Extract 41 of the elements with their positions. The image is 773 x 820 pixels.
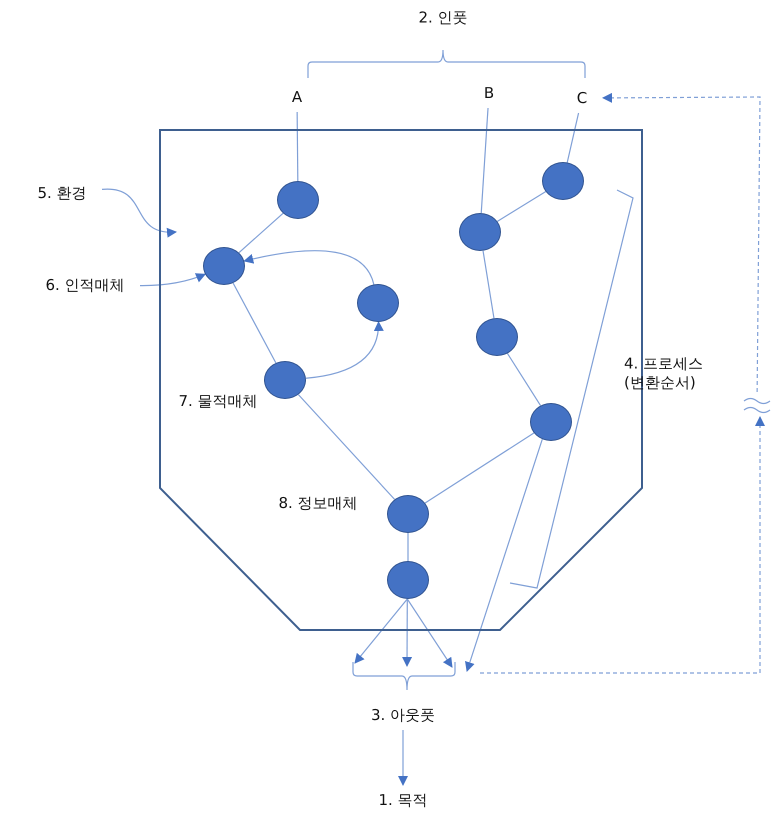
connector-line (506, 353, 542, 406)
arrow (398, 730, 408, 786)
circle-node (203, 247, 245, 285)
label-text: 2. 인풋 (418, 8, 468, 28)
node-label: 3. 아웃풋 (356, 703, 450, 727)
node-label: A (287, 85, 307, 109)
node-caption: 8. 정보매체 (278, 494, 358, 513)
connector-line (232, 282, 276, 364)
circle-node (277, 181, 319, 219)
arrow (243, 250, 374, 285)
arrow (102, 188, 177, 237)
arrow (406, 598, 453, 668)
node-label: B (479, 81, 499, 105)
dashed-arrow (480, 416, 765, 674)
circle-node (387, 561, 429, 599)
connector-line (298, 394, 396, 500)
circle-node (476, 318, 518, 356)
circle-node (357, 284, 399, 322)
node-label: 5. 환경 (25, 181, 99, 205)
arrow (140, 273, 206, 286)
connector-line (238, 212, 284, 254)
arrow (354, 598, 408, 664)
node-label: C (572, 86, 592, 110)
node-label: 1. 목적 (366, 788, 440, 812)
circle-node (542, 162, 584, 200)
connector-line (424, 432, 534, 504)
connector-line (566, 112, 580, 163)
circle-node (530, 403, 572, 441)
connector-line (497, 191, 546, 222)
arrow (402, 598, 412, 667)
connector-line (482, 250, 495, 318)
break-mark (744, 395, 770, 415)
node-label: 6. 인적매체 (33, 273, 137, 297)
connector-line (407, 533, 409, 561)
dashed-arrow (602, 92, 761, 392)
circle-node (459, 213, 501, 251)
arrow (306, 321, 384, 379)
arrow (465, 439, 543, 672)
node-caption: 7. 물적매체 (178, 392, 258, 411)
connector-line (480, 108, 489, 214)
connector-line (296, 112, 298, 181)
